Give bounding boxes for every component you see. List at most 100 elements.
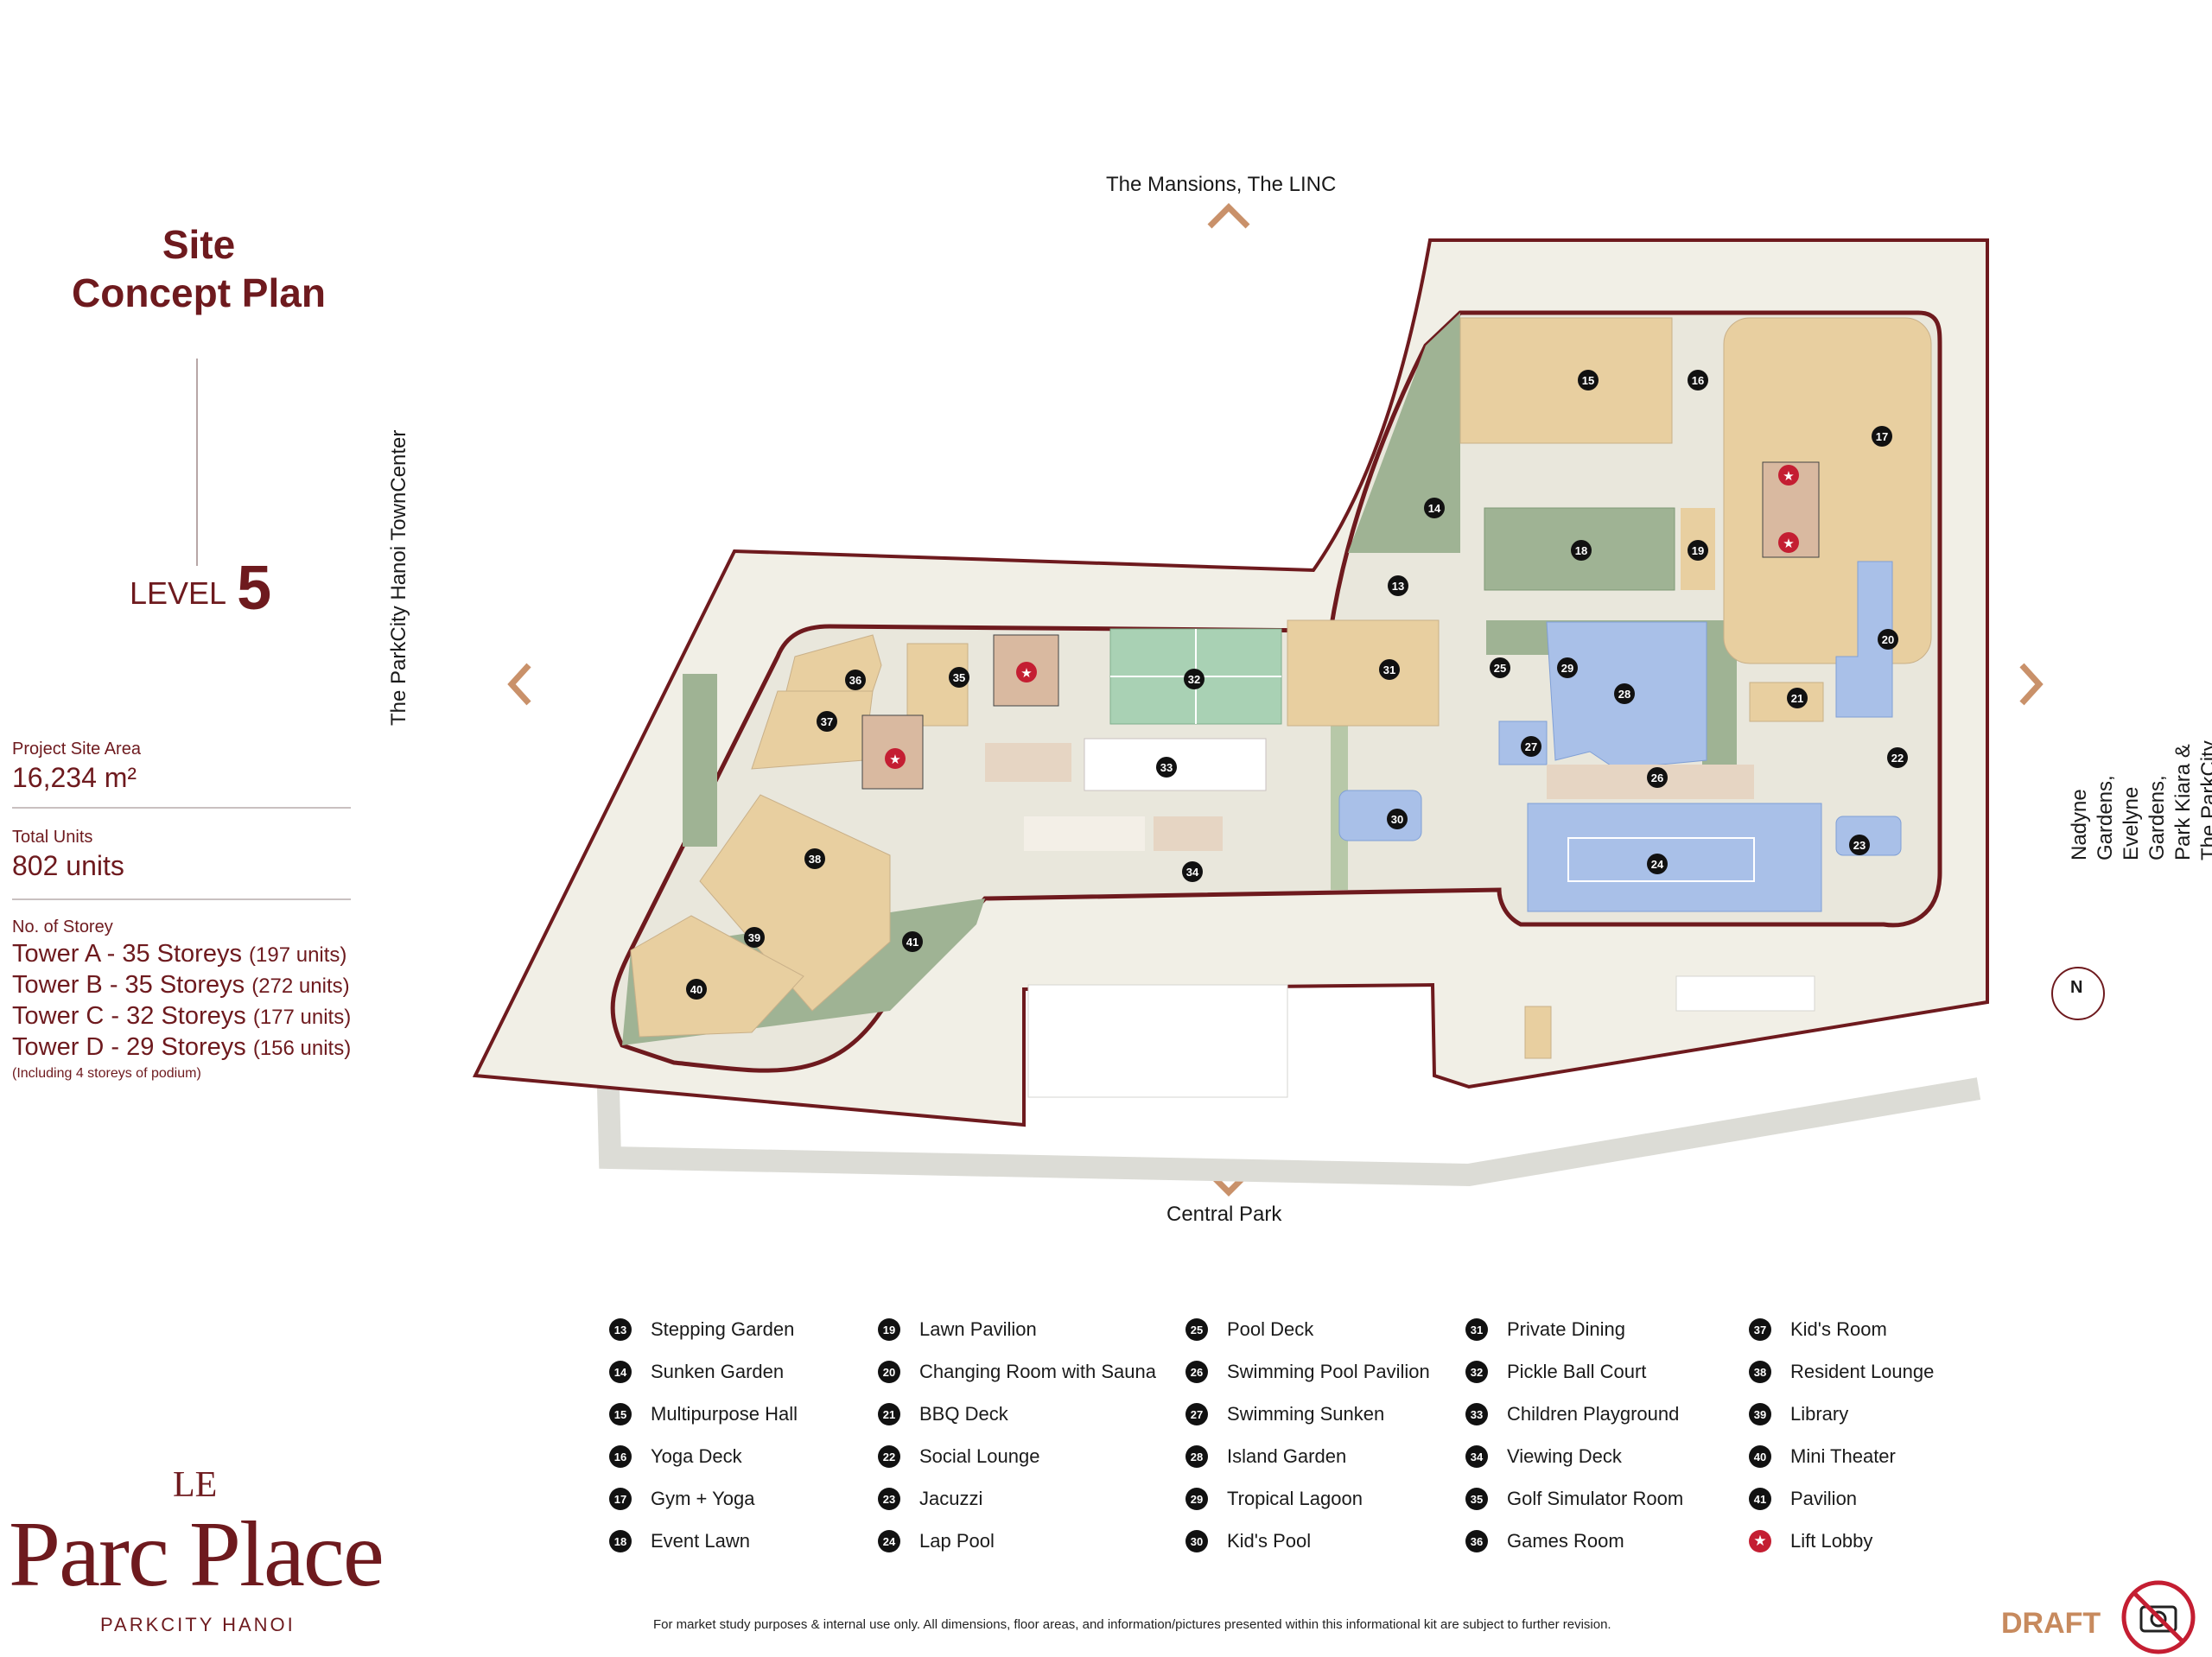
legend-number-badge: 13 (609, 1318, 632, 1341)
svg-text:★: ★ (1783, 536, 1794, 551)
svg-text:34: 34 (1186, 866, 1199, 879)
legend-label: Golf Simulator Room (1507, 1488, 1684, 1509)
legend-number-badge: 16 (609, 1445, 632, 1468)
map-marker-32: 32 (1184, 669, 1205, 689)
bbq-deck (1749, 682, 1824, 722)
legend-number-badge: 40 (1749, 1445, 1771, 1468)
svg-text:★: ★ (1020, 665, 1032, 681)
legend-item: 28 Island Garden (1185, 1445, 1346, 1468)
svg-text:16: 16 (1692, 374, 1704, 387)
legend-number-badge: 37 (1749, 1318, 1771, 1341)
legend-label: Jacuzzi (919, 1488, 983, 1509)
legend-number-badge: 22 (878, 1445, 900, 1468)
lift-lobby-star-icon: ★ (1016, 662, 1037, 682)
legend-number-badge: 41 (1749, 1488, 1771, 1510)
site-area-label: Project Site Area (12, 740, 141, 759)
lift-lobby-star-icon: ★ (1778, 532, 1799, 553)
svg-text:29: 29 (1561, 662, 1573, 675)
divider-line (196, 359, 198, 566)
map-marker-18: 18 (1571, 540, 1592, 561)
svg-text:14: 14 (1428, 502, 1441, 515)
legend-label: Kid's Room (1790, 1318, 1887, 1340)
map-marker-36: 36 (845, 670, 866, 690)
legend-number-badge: 18 (609, 1530, 632, 1552)
svg-text:36: 36 (849, 674, 861, 687)
deck (1024, 816, 1145, 851)
legend-label: Yoga Deck (651, 1445, 742, 1467)
svg-text:20: 20 (1882, 633, 1894, 646)
children-playground (1084, 738, 1267, 791)
legend-label: Resident Lounge (1790, 1361, 1935, 1382)
changing-room (1835, 561, 1893, 718)
map-marker-21: 21 (1787, 688, 1808, 708)
private-dining (1287, 619, 1440, 727)
legend-label: Mini Theater (1790, 1445, 1896, 1467)
legend-label: Tropical Lagoon (1227, 1488, 1363, 1509)
legend-item: 38 Resident Lounge (1749, 1361, 1934, 1383)
svg-text:33: 33 (1160, 761, 1173, 774)
gym-yoga-block (1723, 317, 1932, 664)
legend-number-badge: 24 (878, 1530, 900, 1552)
arrow-right-icon (2019, 663, 2044, 706)
legend-item: 35 Golf Simulator Room (1465, 1488, 1683, 1510)
legend-label: Event Lawn (651, 1530, 750, 1552)
legend-number-badge: 26 (1185, 1361, 1208, 1383)
legend-number-badge: 20 (878, 1361, 900, 1383)
tower-a: Tower A - 35 Storeys (197 units) (12, 940, 347, 968)
legend-number-badge: 38 (1749, 1361, 1771, 1383)
svg-text:22: 22 (1891, 752, 1904, 765)
svg-text:13: 13 (1392, 580, 1404, 593)
disclaimer: For market study purposes & internal use… (653, 1617, 1611, 1632)
legend-label: Lap Pool (919, 1530, 995, 1552)
legend-item: 16 Yoga Deck (609, 1445, 742, 1468)
svg-text:15: 15 (1582, 374, 1594, 387)
map-marker-16: 16 (1688, 370, 1708, 390)
svg-text:38: 38 (809, 853, 821, 866)
map-marker-39: 39 (744, 927, 765, 948)
svg-text:30: 30 (1391, 813, 1403, 826)
tower-c: Tower C - 32 Storeys (177 units) (12, 1002, 352, 1030)
legend-number-badge: 19 (878, 1318, 900, 1341)
parking-area (1675, 975, 1815, 1012)
map-marker-37: 37 (817, 711, 837, 732)
map-marker-29: 29 (1557, 657, 1578, 678)
parking-area (1027, 984, 1288, 1098)
map-marker-31: 31 (1379, 659, 1400, 680)
legend-number-badge: 28 (1185, 1445, 1208, 1468)
legend-label: Social Lounge (919, 1445, 1040, 1467)
map-marker-19: 19 (1688, 540, 1708, 561)
svg-text:26: 26 (1651, 771, 1663, 784)
landscape-green (683, 674, 717, 847)
svg-text:37: 37 (821, 715, 833, 728)
no-camera-icon (2121, 1580, 2196, 1654)
legend-number-badge: 35 (1465, 1488, 1488, 1510)
page-title: Site Concept Plan (35, 220, 363, 317)
compass-icon (2051, 967, 2105, 1020)
draft-label: DRAFT (2001, 1607, 2101, 1640)
map-marker-30: 30 (1387, 809, 1408, 829)
legend-label: Island Garden (1227, 1445, 1347, 1467)
legend-number-badge: 27 (1185, 1403, 1208, 1425)
svg-text:★: ★ (889, 752, 900, 767)
legend-item: 40 Mini Theater (1749, 1445, 1896, 1468)
deck (985, 743, 1071, 782)
lift-lobby-star-icon: ★ (885, 748, 906, 769)
mini-theater (630, 915, 804, 1038)
legend-label: Swimming Sunken (1227, 1403, 1385, 1425)
kids-pool (1338, 790, 1422, 841)
legend-item: 37 Kid's Room (1749, 1318, 1887, 1341)
north-label: N (2070, 978, 2083, 997)
legend-label: Lawn Pavilion (919, 1318, 1037, 1340)
resident-lounge (699, 794, 891, 1012)
